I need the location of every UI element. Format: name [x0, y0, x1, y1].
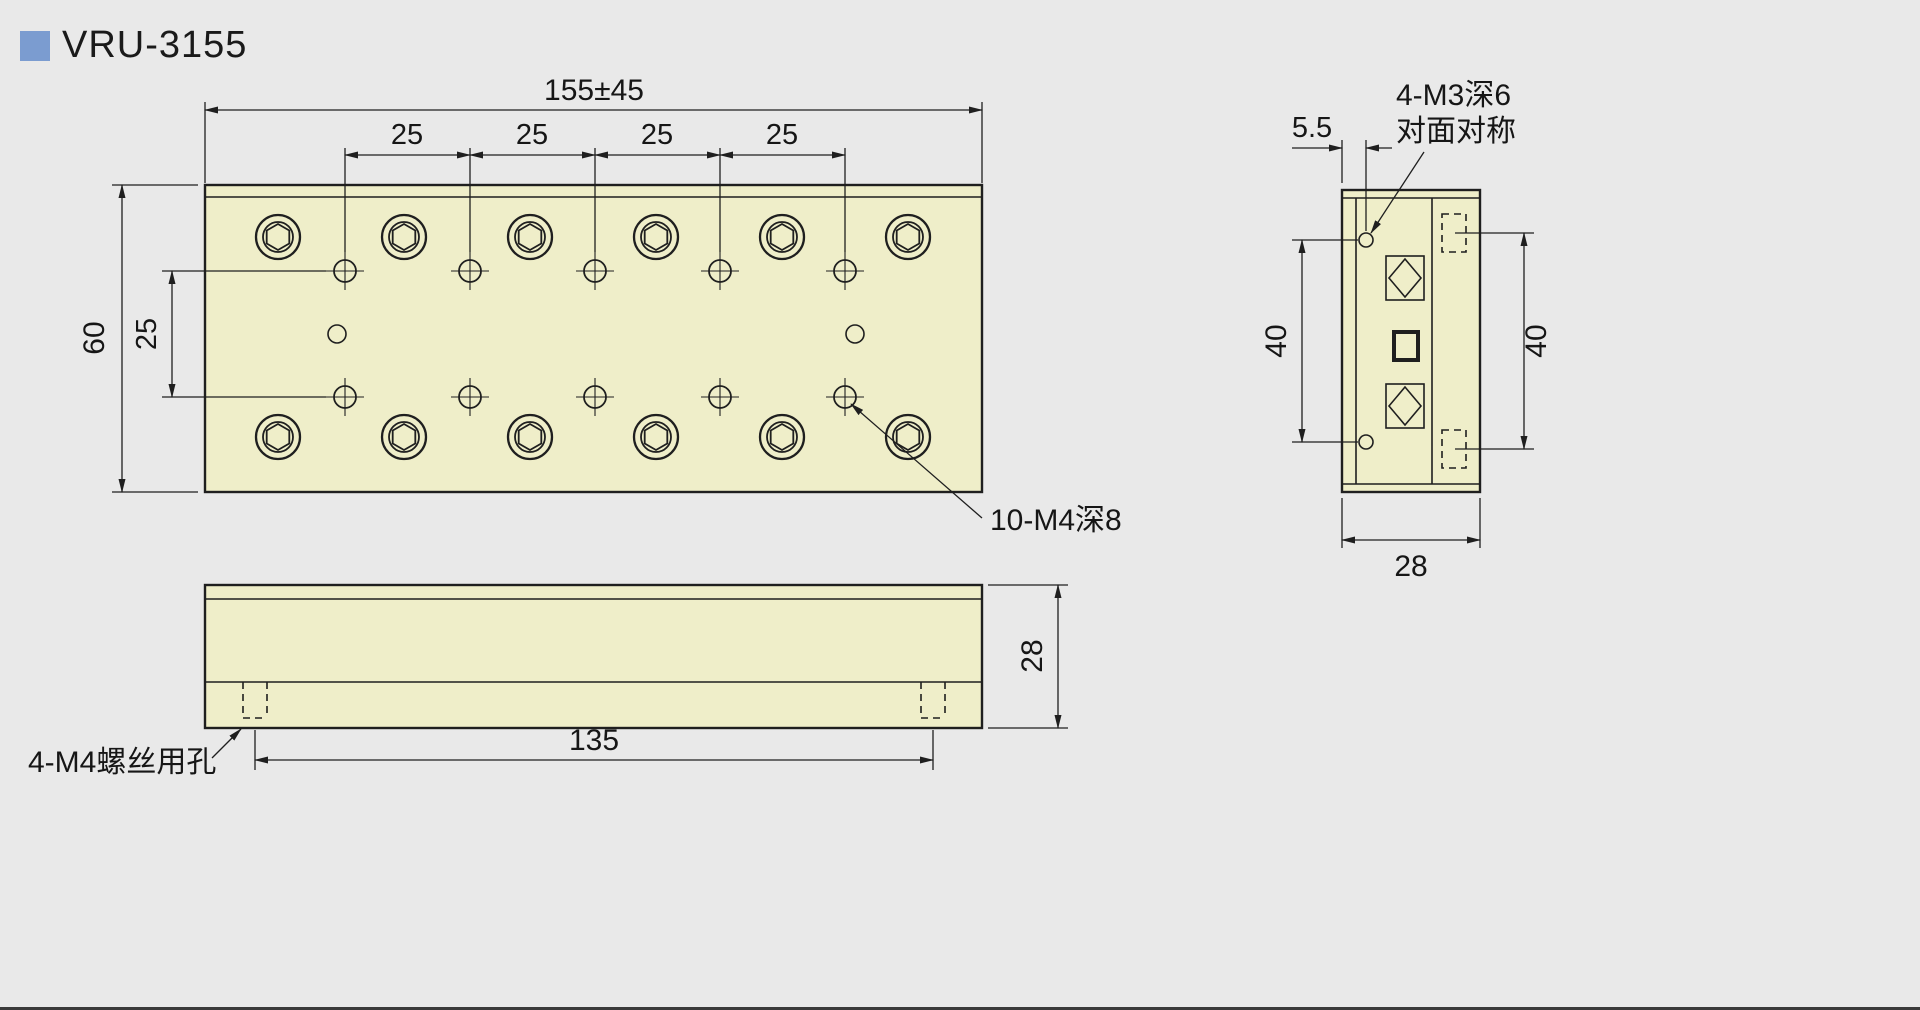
row-spacing-dimension: 25 — [131, 318, 163, 350]
front-view-body — [203, 583, 984, 730]
mount-hole-span-dimension: 135 — [569, 724, 619, 757]
m3-hole — [1358, 434, 1374, 450]
threaded-holes-callout: 10-M4深8 — [990, 504, 1122, 537]
m3-hole — [1358, 232, 1374, 248]
leader-line — [211, 728, 242, 759]
top-view: 155±45 25 25 25 25 60 25 — [78, 74, 1122, 537]
leader-line — [1370, 151, 1425, 234]
title-bar: VRU-3155 — [20, 24, 247, 67]
top-view-plate-body — [203, 183, 984, 494]
hole-pitch-dimension: 25 — [766, 119, 798, 151]
through-holes-callout: 4-M4螺丝用孔 — [28, 746, 216, 779]
leader-line — [850, 403, 983, 519]
roller-block — [1385, 383, 1425, 429]
hole-pitch-dimension: 25 — [641, 119, 673, 151]
front-view: 28 135 4-M4螺丝用孔 — [28, 583, 1068, 779]
side-holes-callout-line1: 4-M3深6 — [1396, 79, 1511, 112]
side-holes-callout-line2: 对面对称 — [1396, 115, 1516, 148]
overall-depth-dimension: 60 — [78, 321, 111, 354]
m3-hole-spacing-dimension: 40 — [1260, 324, 1293, 357]
title-accent-square-icon — [20, 30, 50, 61]
side-width-dimension: 28 — [1394, 550, 1427, 583]
roller-diamond-icon — [1387, 385, 1423, 427]
roller-diamond-icon — [1387, 257, 1423, 299]
overall-width-dimension: 155±45 — [544, 74, 644, 107]
side-view-body — [1340, 188, 1482, 494]
pin-hole — [845, 324, 865, 344]
hole-pitch-dimension: 25 — [391, 119, 423, 151]
pin-hole — [327, 324, 347, 344]
side-view: 5.5 4-M3深6 对面对称 40 40 28 — [1260, 79, 1553, 583]
edge-offset-dimension: 5.5 — [1292, 112, 1332, 144]
center-spacer-block — [1392, 330, 1420, 362]
height-dimension: 28 — [1016, 639, 1049, 672]
roller-block — [1385, 255, 1425, 301]
m4-hole-spacing-dimension: 40 — [1520, 324, 1553, 357]
part-number-title: VRU-3155 — [62, 24, 248, 66]
hole-pitch-dimension: 25 — [516, 119, 548, 151]
